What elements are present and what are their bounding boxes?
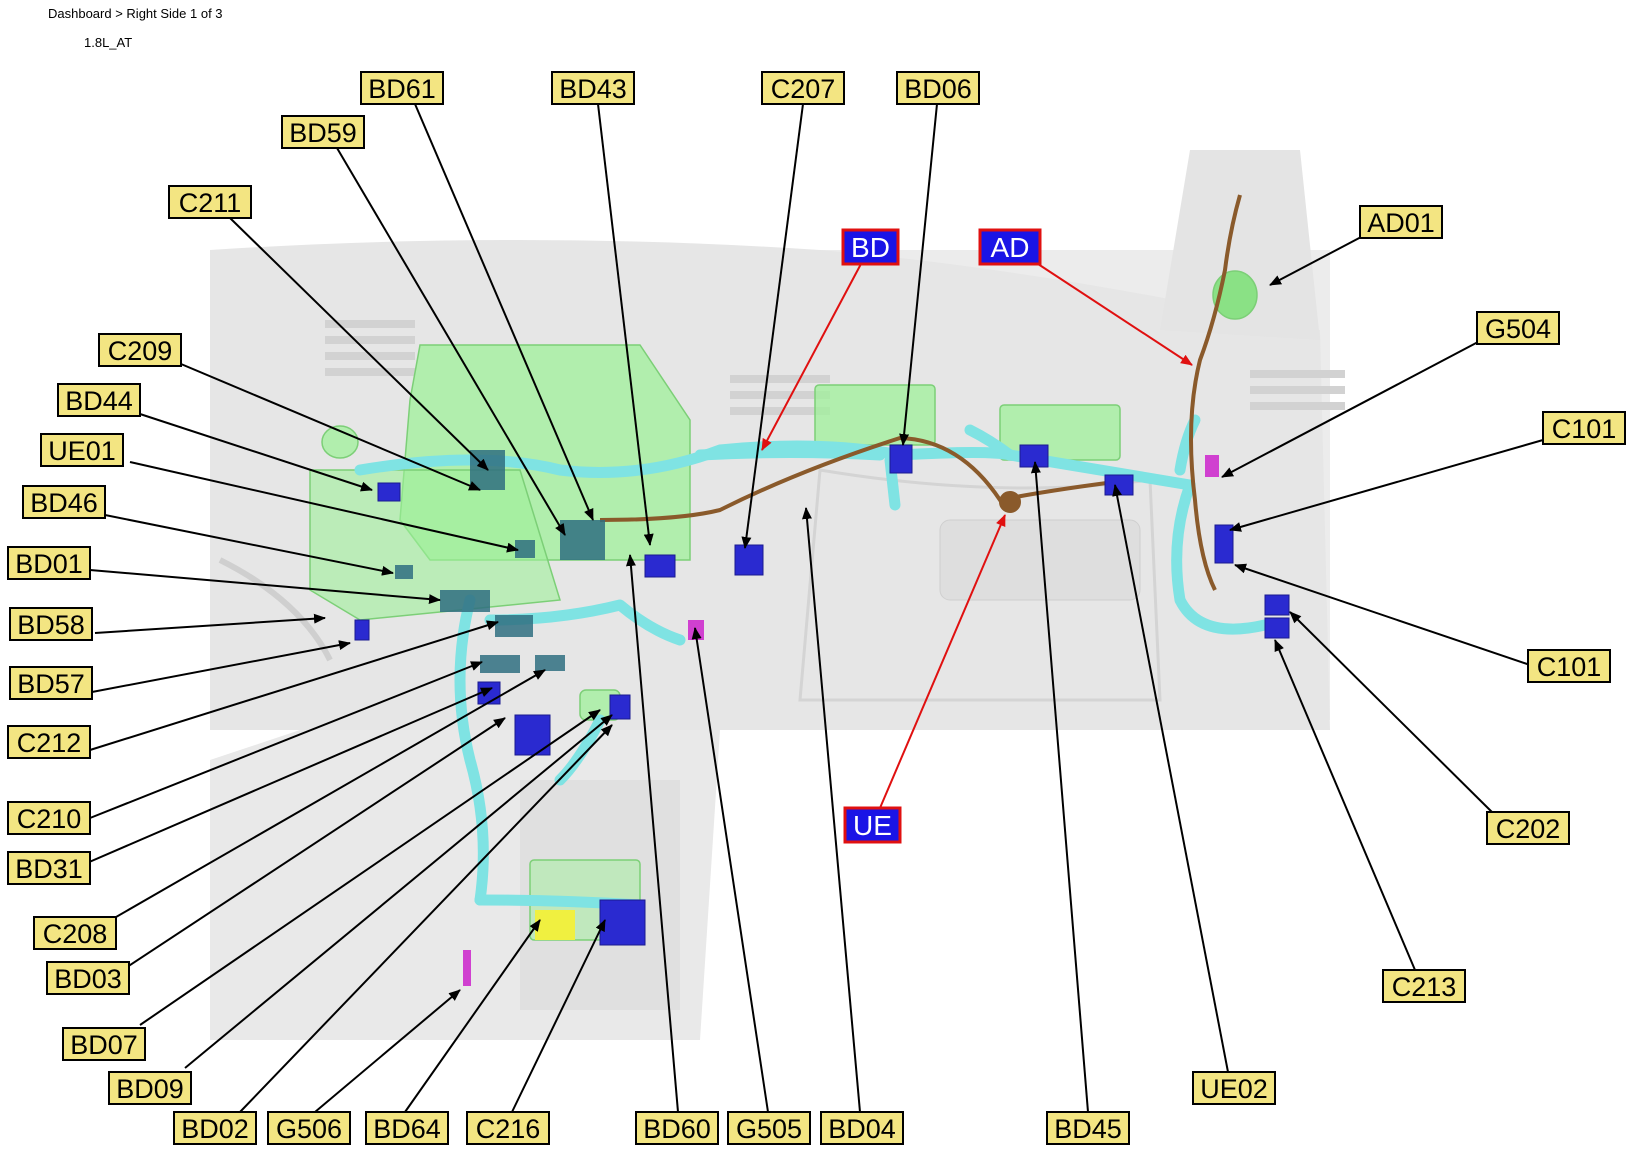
system-label-text: AD — [991, 232, 1030, 263]
label-c208[interactable]: C208 — [33, 916, 117, 950]
label-text: C216 — [476, 1114, 541, 1144]
diagram-subtitle: 1.8L_AT — [84, 35, 133, 50]
label-bd64[interactable]: BD64 — [365, 1111, 449, 1145]
label-text: BD64 — [373, 1114, 441, 1144]
label-g506[interactable]: G506 — [267, 1111, 351, 1145]
label-c207[interactable]: C207 — [761, 71, 845, 105]
label-bd60[interactable]: BD60 — [635, 1111, 719, 1145]
label-text: C210 — [17, 804, 82, 834]
label-text: BD61 — [368, 74, 436, 104]
label-bd02[interactable]: BD02 — [173, 1111, 257, 1145]
label-text: BD07 — [70, 1030, 138, 1060]
label-bd58[interactable]: BD58 — [9, 607, 93, 641]
label-bd43[interactable]: BD43 — [551, 71, 635, 105]
yellow-fuse-block — [535, 910, 575, 940]
breadcrumb: Dashboard > Right Side 1 of 3 — [48, 6, 223, 21]
label-text: UE02 — [1200, 1074, 1268, 1104]
label-text: BD01 — [15, 549, 83, 579]
label-bd07[interactable]: BD07 — [62, 1027, 146, 1061]
label-c216[interactable]: C216 — [466, 1111, 550, 1145]
label-text: BD44 — [65, 386, 133, 416]
label-text: BD58 — [17, 610, 85, 640]
label-text: BD46 — [30, 488, 98, 518]
label-text: BD06 — [904, 74, 972, 104]
label-bd46[interactable]: BD46 — [22, 485, 106, 519]
label-bd61[interactable]: BD61 — [360, 71, 444, 105]
label-ue01[interactable]: UE01 — [40, 433, 124, 467]
label-ad01[interactable]: AD01 — [1359, 205, 1443, 239]
label-c212[interactable]: C212 — [7, 725, 91, 759]
label-c209[interactable]: C209 — [98, 333, 182, 367]
label-bd06[interactable]: BD06 — [896, 71, 980, 105]
label-text: G506 — [276, 1114, 342, 1144]
label-text: BD03 — [54, 964, 122, 994]
label-text: BD02 — [181, 1114, 249, 1144]
system-label-text: BD — [851, 232, 890, 263]
label-c101-top[interactable]: C101 — [1542, 411, 1626, 445]
label-bd01[interactable]: BD01 — [7, 546, 91, 580]
label-bd31[interactable]: BD31 — [7, 851, 91, 885]
label-text: BD43 — [559, 74, 627, 104]
label-text: BD59 — [289, 118, 357, 148]
label-text: C207 — [771, 74, 836, 104]
label-text: C101 — [1552, 414, 1617, 444]
system-label-bd[interactable]: BD — [841, 228, 900, 266]
label-text: C209 — [108, 336, 173, 366]
label-text: BD09 — [116, 1074, 184, 1104]
label-text: C213 — [1392, 972, 1457, 1002]
label-bd09[interactable]: BD09 — [108, 1071, 192, 1105]
label-g505[interactable]: G505 — [727, 1111, 811, 1145]
label-text: BD04 — [828, 1114, 896, 1144]
modules — [309, 270, 1258, 941]
system-label-text: UE — [853, 810, 892, 841]
label-text: BD57 — [17, 669, 85, 699]
label-text: C202 — [1496, 814, 1561, 844]
label-c202[interactable]: C202 — [1486, 811, 1570, 845]
label-bd03[interactable]: BD03 — [46, 961, 130, 995]
label-text: C212 — [17, 728, 82, 758]
label-text: BD60 — [643, 1114, 711, 1144]
system-label-ad[interactable]: AD — [978, 228, 1042, 266]
label-text: UE01 — [48, 436, 116, 466]
label-g504[interactable]: G504 — [1476, 311, 1560, 345]
label-text: C208 — [43, 919, 108, 949]
system-leaders — [761, 261, 1193, 809]
label-bd44[interactable]: BD44 — [57, 383, 141, 417]
system-label-ue[interactable]: UE — [843, 806, 902, 844]
label-bd59[interactable]: BD59 — [281, 115, 365, 149]
label-text: AD01 — [1367, 208, 1435, 238]
label-c213[interactable]: C213 — [1382, 969, 1466, 1003]
label-c101-bottom[interactable]: C101 — [1527, 649, 1611, 683]
label-c210[interactable]: C210 — [7, 801, 91, 835]
label-text: BD31 — [15, 854, 83, 884]
label-text: C101 — [1537, 652, 1602, 682]
label-text: BD45 — [1054, 1114, 1122, 1144]
label-c211[interactable]: C211 — [168, 185, 252, 219]
label-ue02[interactable]: UE02 — [1192, 1071, 1276, 1105]
label-bd45[interactable]: BD45 — [1046, 1111, 1130, 1145]
label-bd04[interactable]: BD04 — [820, 1111, 904, 1145]
label-bd57[interactable]: BD57 — [9, 666, 93, 700]
leader-lines — [79, 103, 1544, 1113]
label-text: G505 — [736, 1114, 802, 1144]
label-text: C211 — [179, 188, 242, 218]
label-text: G504 — [1485, 314, 1551, 344]
